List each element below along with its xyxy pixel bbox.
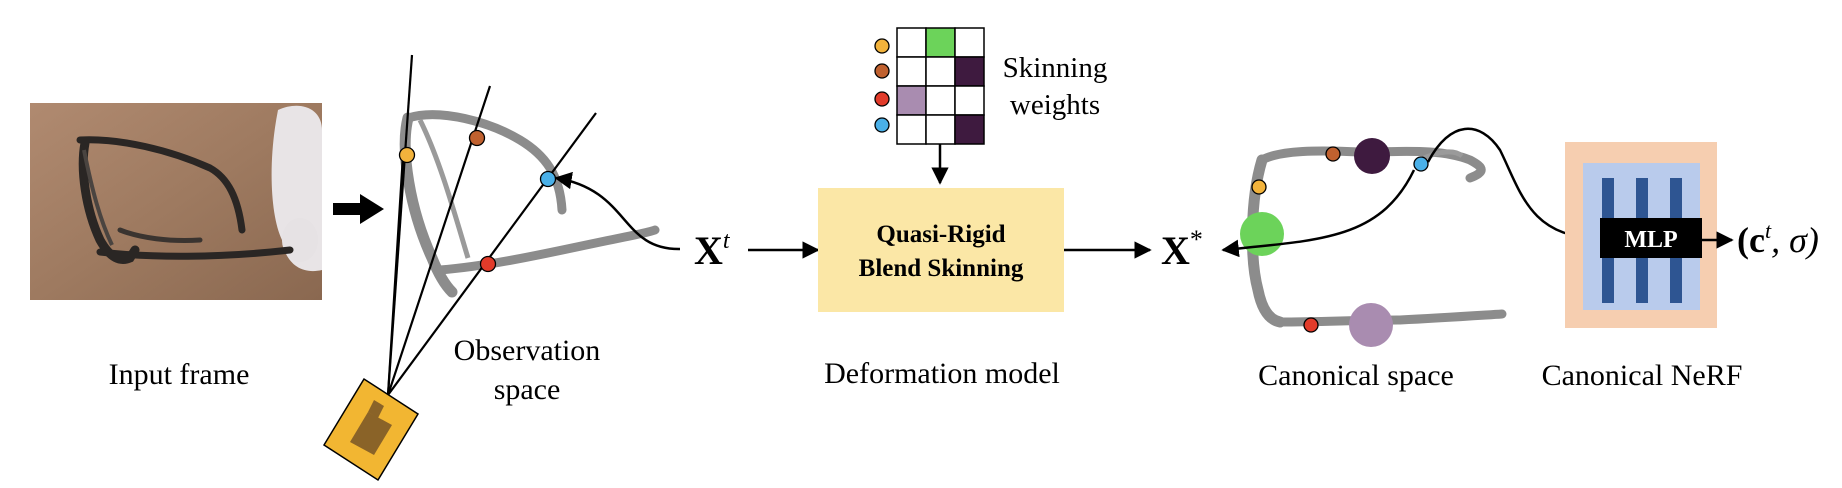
caption-observation-2: space [494, 373, 561, 406]
curve-arrow-to-mlp [1426, 127, 1600, 247]
canon-point-red [1303, 317, 1319, 333]
x-star-label: X* [1161, 225, 1203, 273]
weight-point-red [874, 91, 890, 107]
qrbs-label-2: Blend Skinning [859, 255, 1024, 282]
obs-point-brown [468, 129, 486, 147]
canon-joint-green [1240, 212, 1284, 256]
canon-joint-lilac [1349, 303, 1393, 347]
obs-point-blue [539, 170, 557, 188]
curve-arrow-xstar [1221, 169, 1416, 258]
canon-point-yellow [1251, 179, 1267, 195]
input-frame-photo [30, 103, 322, 300]
weight-point-blue [874, 117, 890, 133]
camera-icon [322, 377, 420, 482]
skinning-weights-grid [896, 27, 985, 145]
skinning-label-1: Skinning [1003, 52, 1108, 84]
qrbs-block [818, 188, 1064, 312]
curve-arrow-xt [554, 171, 681, 251]
caption-deformation: Deformation model [824, 357, 1060, 390]
canon-point-brown [1325, 146, 1341, 162]
skinning-label-2: weights [1010, 89, 1100, 121]
canon-joint-dark [1354, 138, 1390, 174]
x-t-label: Xt [694, 228, 731, 273]
mlp-block [1600, 218, 1702, 258]
qrbs-label-1: Quasi-Rigid [876, 221, 1005, 248]
caption-observation-1: Observation [454, 334, 601, 367]
right-arrow-icon [333, 194, 384, 224]
obs-point-red [479, 255, 497, 273]
obs-point-yellow [398, 146, 416, 164]
weight-point-yellow [874, 38, 890, 54]
caption-input-frame: Input frame [109, 358, 250, 391]
caption-canonical-nerf: Canonical NeRF [1542, 359, 1743, 392]
canon-point-blue [1413, 156, 1429, 172]
mlp-label: MLP [1624, 227, 1677, 253]
canonical-glasses [1246, 146, 1507, 328]
caption-canonical-space: Canonical space [1258, 359, 1454, 392]
output-label: (ct, σ) [1737, 218, 1819, 260]
weight-point-brown [874, 63, 890, 79]
